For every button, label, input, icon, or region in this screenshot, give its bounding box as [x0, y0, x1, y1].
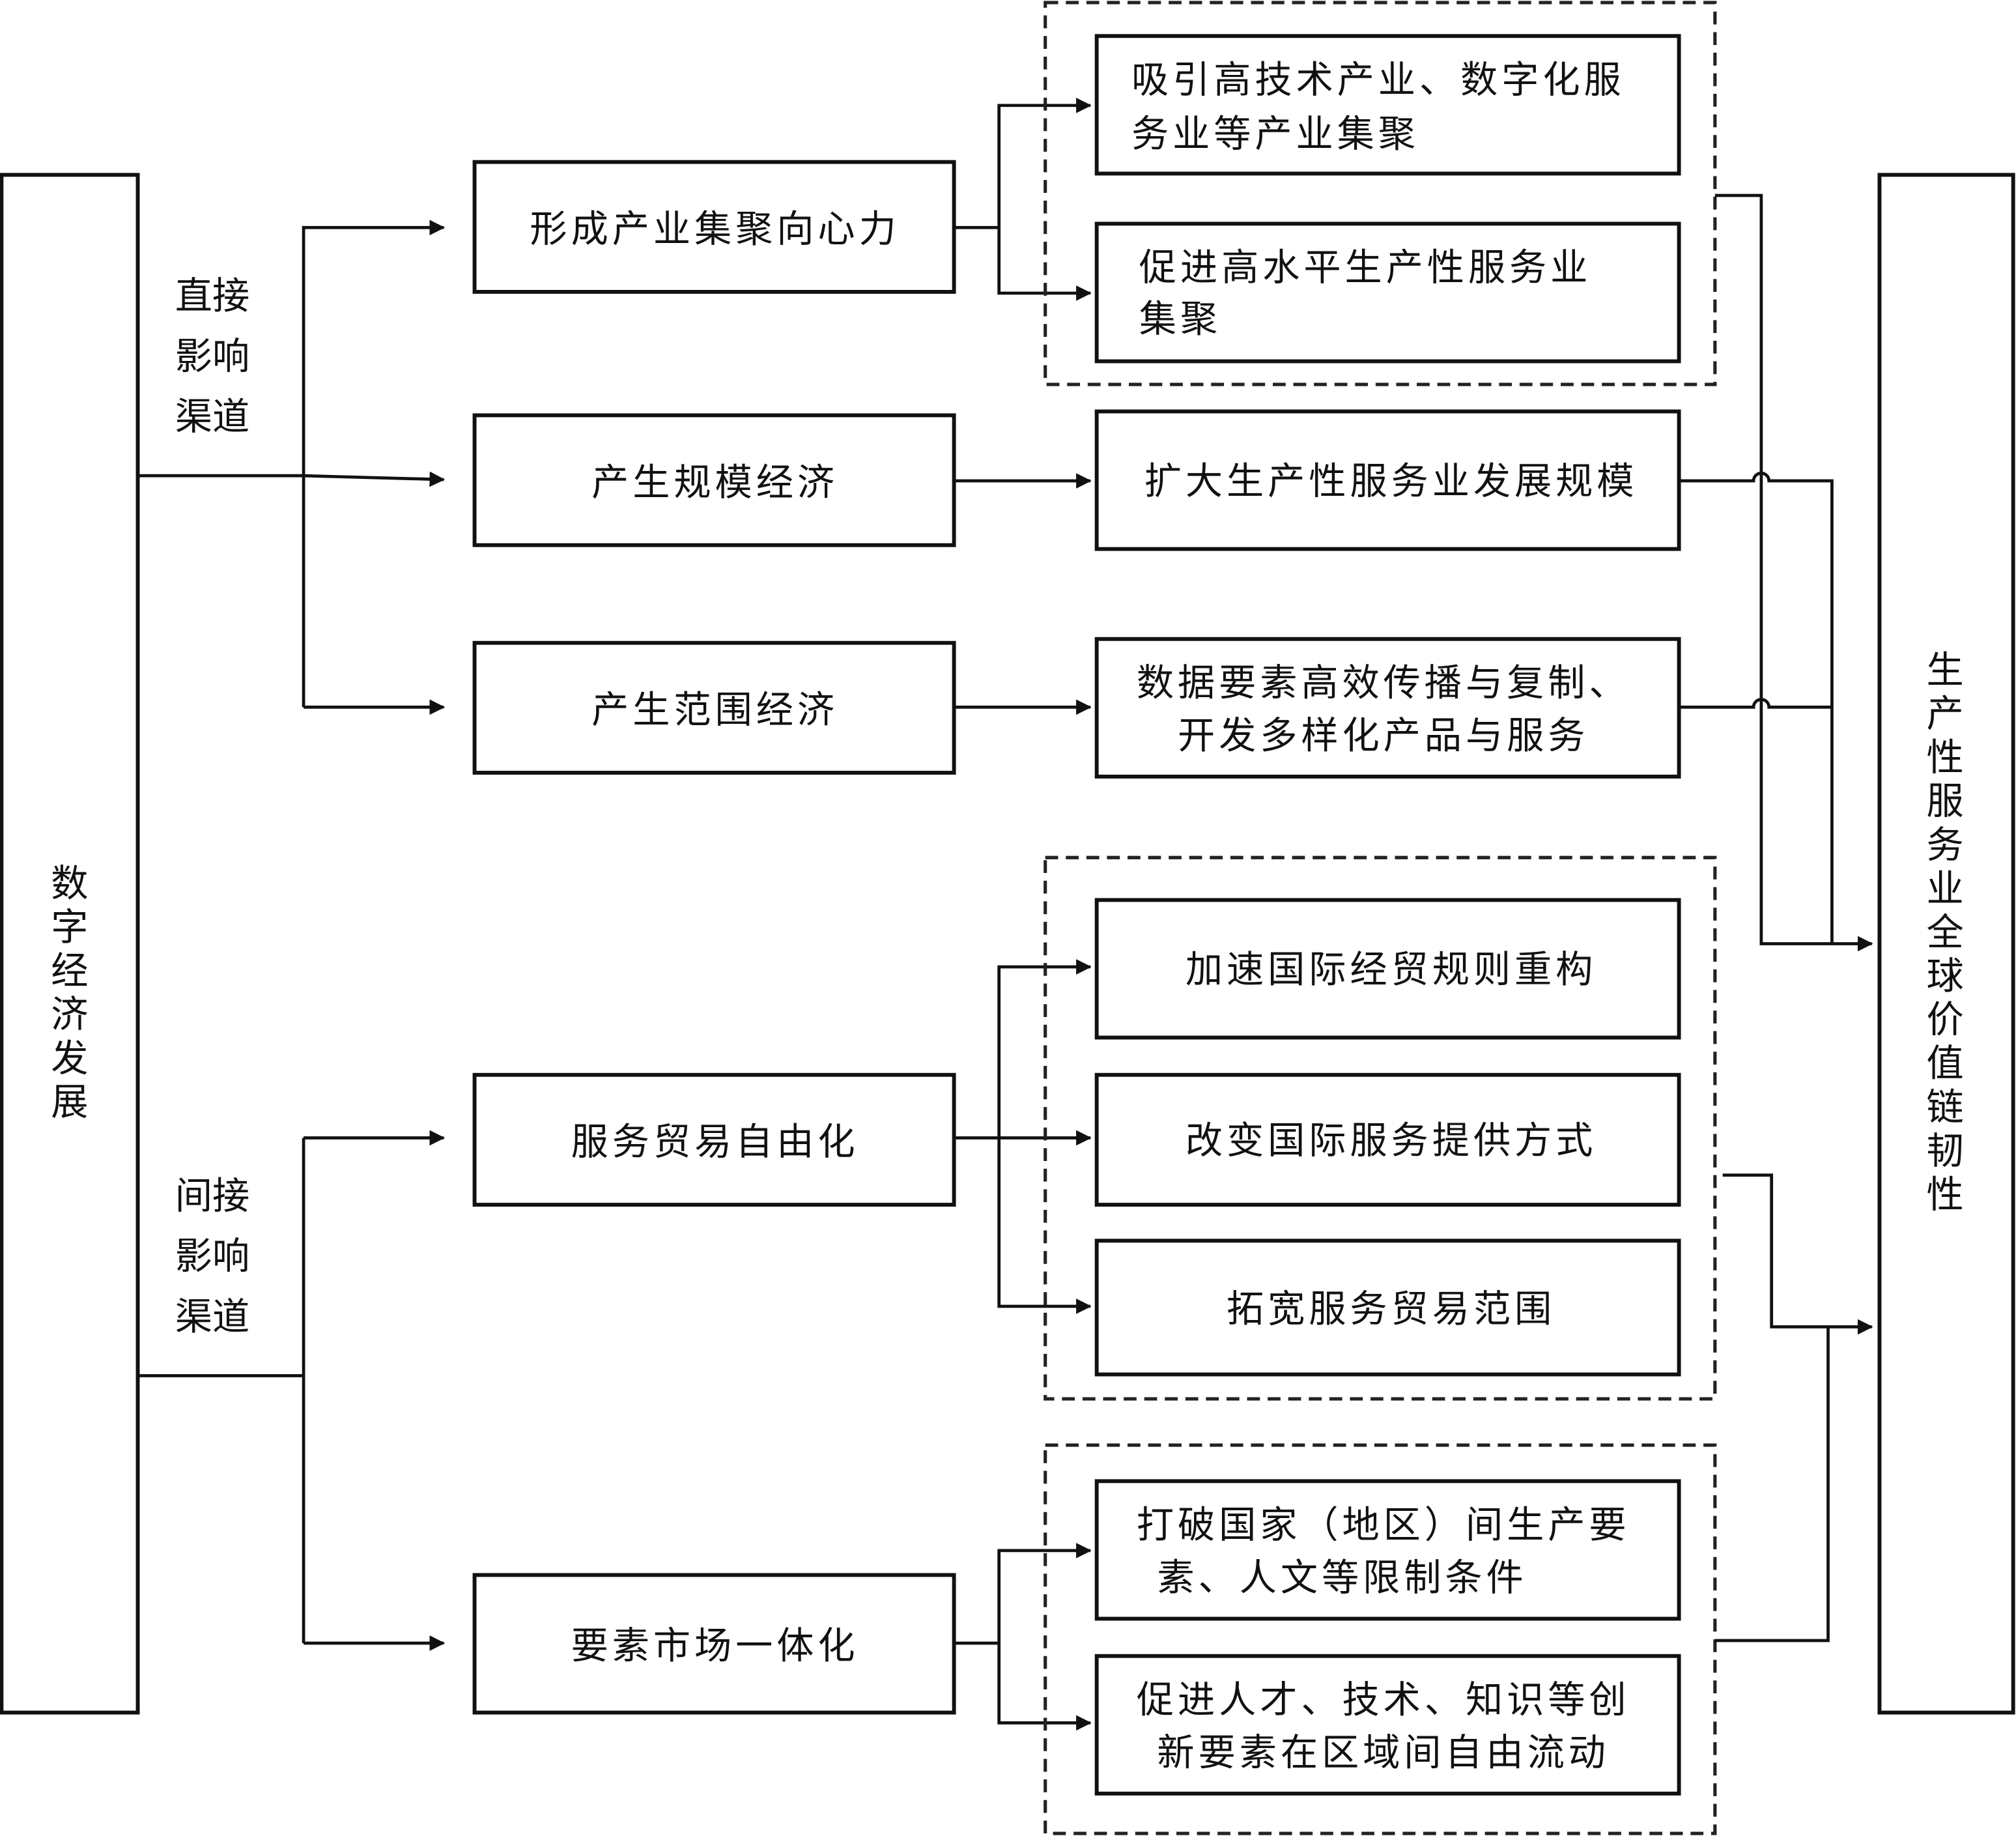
- target-label-char: 球: [1926, 955, 1963, 998]
- effect-node-4-line-2: 开发多样化产品与服务: [1178, 715, 1589, 758]
- effect-node-8-line-2: 素、人文等限制条件: [1157, 1556, 1527, 1599]
- mid-node-2: 产生规模经济: [472, 413, 956, 547]
- target-label-char: 务: [1926, 824, 1963, 867]
- effect-node-6: 改变国际服务提供方式: [1094, 1072, 1681, 1207]
- effect-node-3: 扩大生产性服务业发展规模: [1094, 409, 1681, 551]
- source-label-char: 济: [51, 994, 88, 1037]
- effect-node-4-line-1: 数据要素高效传播与复制、: [1137, 662, 1630, 705]
- direct-connectors: [139, 220, 446, 715]
- mid-node-5: 要素市场一体化: [472, 1573, 956, 1715]
- source-label-char: 展: [51, 1081, 88, 1124]
- mid-node-3-label: 产生范围经济: [591, 689, 838, 732]
- indirect-connectors: [139, 1130, 446, 1651]
- channel-direct-line-3: 渠道: [175, 395, 249, 438]
- channel-direct-line-1: 直接: [175, 275, 249, 318]
- effect-node-2-line-2: 集聚: [1139, 298, 1221, 341]
- target-label-char: 服: [1926, 780, 1963, 823]
- target-label-char: 产: [1926, 693, 1963, 736]
- mid-node-1-label: 形成产业集聚向心力: [530, 208, 900, 251]
- channel-direct-line-2: 影响: [175, 335, 249, 378]
- channel-label-indirect: 间接 影响 渠道: [175, 1175, 249, 1338]
- mid-node-3: 产生范围经济: [472, 640, 956, 775]
- effect-node-9: 促进人才、技术、知识等创 新要素在区域间自由流动: [1094, 1654, 1681, 1796]
- effect-node-6-label: 改变国际服务提供方式: [1185, 1119, 1597, 1162]
- effect-node-3-label: 扩大生产性服务业发展规模: [1144, 460, 1638, 503]
- target-label-char: 性: [1926, 736, 1963, 779]
- mid-node-4-label: 服务贸易自由化: [571, 1121, 859, 1164]
- target-label-char: 链: [1926, 1086, 1963, 1129]
- mid-node-4: 服务贸易自由化: [472, 1072, 956, 1207]
- effect-node-1-line-1: 吸引高技术产业、数字化服: [1131, 59, 1625, 102]
- mid-node-1: 形成产业集聚向心力: [472, 160, 956, 294]
- source-box: [0, 173, 140, 1715]
- target-connectors: [1679, 194, 1873, 1642]
- target-label-char: 性: [1926, 1173, 1963, 1216]
- mid-node-2-label: 产生规模经济: [591, 461, 838, 504]
- channel-label-direct: 直接 影响 渠道: [175, 275, 249, 438]
- effect-node-9-line-2: 新要素在区域间自由流动: [1157, 1731, 1610, 1774]
- source-label-char: 发: [51, 1037, 88, 1080]
- source-label-char: 经: [51, 950, 88, 993]
- target-label-char: 韧: [1926, 1130, 1963, 1173]
- target-label-char: 全: [1926, 911, 1963, 954]
- target-label-char: 业: [1926, 867, 1963, 910]
- channel-indirect-line-2: 影响: [175, 1235, 249, 1278]
- target-box: [1877, 173, 2015, 1715]
- effect-node-7-label: 拓宽服务贸易范围: [1227, 1288, 1555, 1331]
- effect-node-8-line-1: 打破国家（地区）间生产要: [1137, 1504, 1630, 1547]
- channel-indirect-line-3: 渠道: [175, 1295, 249, 1338]
- mid-node-5-label: 要素市场一体化: [571, 1625, 859, 1668]
- effect-node-2: 促进高水平生产性服务业 集聚: [1094, 222, 1681, 364]
- source-label-char: 字: [51, 906, 88, 949]
- effect-node-9-line-1: 促进人才、技术、知识等创: [1137, 1679, 1630, 1722]
- source-label-char: 数: [51, 862, 88, 905]
- effect-node-2-line-1: 促进高水平生产性服务业: [1139, 246, 1592, 289]
- effect-node-1: 吸引高技术产业、数字化服 务业等产业集聚: [1094, 34, 1681, 176]
- target-label-char: 价: [1926, 999, 1963, 1042]
- channel-indirect-line-1: 间接: [175, 1175, 249, 1218]
- target-label-char: 值: [1926, 1042, 1963, 1085]
- effect-node-5-label: 加速国际经贸规则重构: [1185, 949, 1597, 992]
- effect-node-8: 打破国家（地区）间生产要 素、人文等限制条件: [1094, 1479, 1681, 1621]
- effect-node-5: 加速国际经贸规则重构: [1094, 898, 1681, 1040]
- dashed-group-agglomeration: [1043, 1, 1717, 386]
- mid-effect-connectors: [954, 97, 1092, 1731]
- effect-node-1-line-2: 务业等产业集聚: [1131, 113, 1419, 156]
- dashed-group-trade: [1043, 855, 1717, 1401]
- effect-node-4: 数据要素高效传播与复制、 开发多样化产品与服务: [1094, 637, 1681, 779]
- target-label-char: 生: [1926, 649, 1963, 692]
- effect-node-7: 拓宽服务贸易范围: [1094, 1239, 1681, 1377]
